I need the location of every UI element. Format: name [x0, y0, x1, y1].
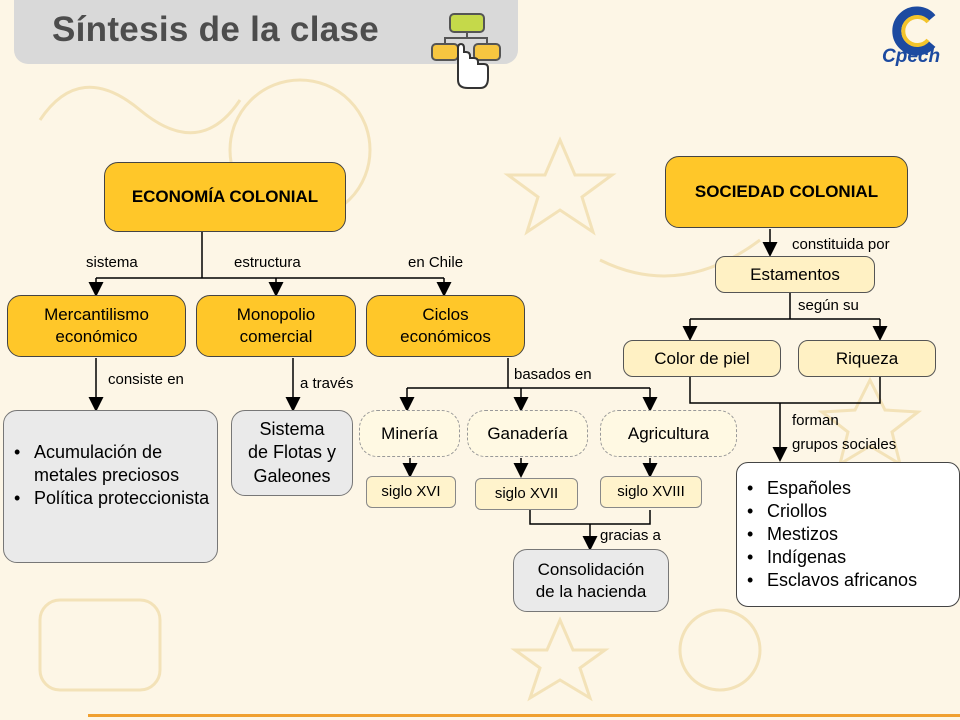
node-economia-label: ECONOMÍA COLONIAL [131, 187, 319, 207]
node-ciclos-l2: económicos [400, 327, 491, 346]
page-title: Síntesis de la clase [52, 10, 380, 49]
list-item: Política proteccionista [8, 487, 217, 510]
node-estamentos-label: Estamentos [750, 264, 840, 284]
diagram-click-icon [431, 13, 501, 89]
footer-divider [88, 714, 960, 717]
badge-siglo-xvi: siglo XVI [366, 476, 456, 508]
link-consiste-en: consiste en [108, 371, 184, 388]
node-economia-colonial: ECONOMÍA COLONIAL [104, 162, 346, 232]
node-mercantilismo: Mercantilismo económico [7, 295, 186, 357]
link-gracias-a: gracias a [600, 527, 661, 544]
node-hacienda: Consolidación de la hacienda [513, 549, 669, 612]
node-ciclos-l1: Ciclos [422, 305, 469, 325]
node-agricultura: Agricultura [600, 410, 737, 457]
badge-siglo-xvii-label: siglo XVII [494, 485, 559, 503]
cpech-logo-icon [892, 6, 936, 56]
node-flotas-l2: de Flotas y [247, 442, 337, 463]
badge-siglo-xvi-label: siglo XVI [381, 483, 441, 501]
node-monopolio-l1: Monopolio [236, 305, 316, 325]
node-grupos-sociales: Españoles Criollos Mestizos Indígenas Es… [736, 462, 960, 607]
grupos-list: Españoles Criollos Mestizos Indígenas Es… [741, 477, 917, 592]
list-item: Criollos [741, 500, 917, 523]
node-mercantilismo-l2: económico [55, 327, 138, 346]
node-agricultura-label: Agricultura [627, 423, 710, 443]
link-a-traves: a través [300, 375, 354, 392]
node-sociedad-label: SOCIEDAD COLONIAL [694, 182, 879, 202]
logo-brand: Cpech [882, 46, 941, 67]
node-monopolio: Monopolio comercial [196, 295, 356, 357]
node-flotas: Sistema de Flotas y Galeones [231, 410, 353, 496]
node-mercantilismo-detail: Acumulación de metales preciosos Polític… [3, 410, 218, 563]
link-forman: forman [792, 412, 839, 429]
list-item: Indígenas [741, 546, 917, 569]
badge-siglo-xviii: siglo XVIII [600, 476, 702, 508]
link-grupos-sociales: grupos sociales [792, 436, 897, 453]
link-segun-su: según su [798, 297, 859, 314]
link-constituida-por: constituida por [792, 236, 890, 253]
node-mineria-label: Minería [381, 423, 438, 443]
node-mineria: Minería [359, 410, 460, 457]
badge-siglo-xvii: siglo XVII [475, 478, 578, 510]
node-color-piel-label: Color de piel [654, 348, 750, 368]
link-basados-en: basados en [514, 366, 592, 383]
list-item: Esclavos africanos [741, 569, 917, 592]
badge-siglo-xviii-label: siglo XVIII [617, 483, 685, 501]
node-estamentos: Estamentos [715, 256, 875, 293]
node-sociedad-colonial: SOCIEDAD COLONIAL [665, 156, 908, 228]
node-mercantilismo-l1: Mercantilismo [44, 305, 149, 325]
list-item: Mestizos [741, 523, 917, 546]
node-ganaderia-label: Ganadería [487, 423, 568, 443]
node-color-piel: Color de piel [623, 340, 781, 377]
list-item: Españoles [741, 477, 917, 500]
node-ciclos: Ciclos económicos [366, 295, 525, 357]
node-ganaderia: Ganadería [467, 410, 588, 457]
node-riqueza-label: Riqueza [835, 348, 899, 368]
node-flotas-l3: Galeones [253, 465, 331, 486]
mercantilismo-list: Acumulación de metales preciosos Polític… [8, 441, 217, 510]
node-flotas-l1: Sistema [259, 419, 325, 440]
node-monopolio-l2: comercial [239, 327, 313, 346]
node-riqueza: Riqueza [798, 340, 936, 377]
link-estructura: estructura [234, 254, 301, 271]
link-en-chile: en Chile [408, 254, 464, 271]
node-hacienda-l2: de la hacienda [535, 581, 647, 601]
link-sistema: sistema [86, 254, 138, 271]
list-item: Acumulación de metales preciosos [8, 441, 217, 487]
node-hacienda-l1: Consolidación [537, 559, 645, 579]
